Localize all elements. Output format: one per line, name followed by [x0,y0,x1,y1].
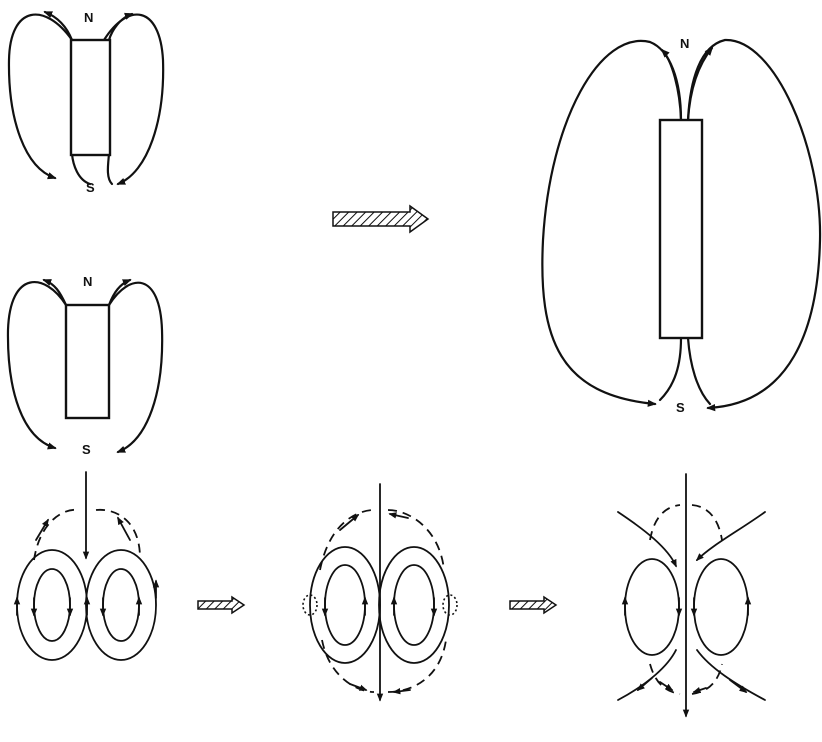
bar-magnet-1 [71,40,110,155]
field-line-1b [104,15,163,184]
magnet-1-group: N S [9,10,163,195]
inner-loop-left-1 [34,569,70,641]
x-line-lower-right [697,650,765,700]
x-line-lower-left [618,650,676,700]
magnet-3-group: N S [542,36,820,415]
magnet-2-group: N S [8,274,162,457]
closed-loop-left-3 [625,559,679,655]
magnet-2-north-label: N [83,274,92,289]
dashed-field-arc-1 [34,510,140,560]
field-line-2b [109,283,162,452]
loop-stage-2 [303,484,457,700]
bar-magnet-3 [660,120,702,338]
x-line-upper-left [618,512,676,566]
outer-loop-left-1 [17,550,87,660]
field-line-2a [8,282,66,448]
hatched-arrow-icon-small-1 [198,597,244,613]
bar-magnet-2 [66,305,109,418]
field-line-3b [688,40,820,408]
hatched-arrow-icon-small-2 [510,597,556,613]
magnet-3-north-label: N [680,36,689,51]
reconnection-point-right [443,595,457,615]
magnet-2-south-label: S [82,442,91,457]
x-line-upper-right [697,512,765,560]
dashed-field-arc-2-bottom [322,640,446,692]
magnet-1-south-label: S [86,180,95,195]
magnet-1-north-label: N [84,10,93,25]
loop-stage-1 [17,472,156,660]
field-line-3c [660,338,681,400]
magnet-3-south-label: S [676,400,685,415]
closed-loop-right-3 [694,559,748,655]
inner-loop-right-1 [103,569,139,641]
field-line-1a [9,15,72,178]
loop-stage-3 [618,474,765,716]
field-line-1d [108,154,112,184]
field-line-3d [688,338,710,404]
inner-loop-left-2 [325,565,365,645]
dashed-field-arc-2-top [320,510,444,570]
inner-loop-right-2 [394,565,434,645]
hatched-arrow-icon [333,206,428,232]
outer-loop-right-1 [86,550,156,660]
